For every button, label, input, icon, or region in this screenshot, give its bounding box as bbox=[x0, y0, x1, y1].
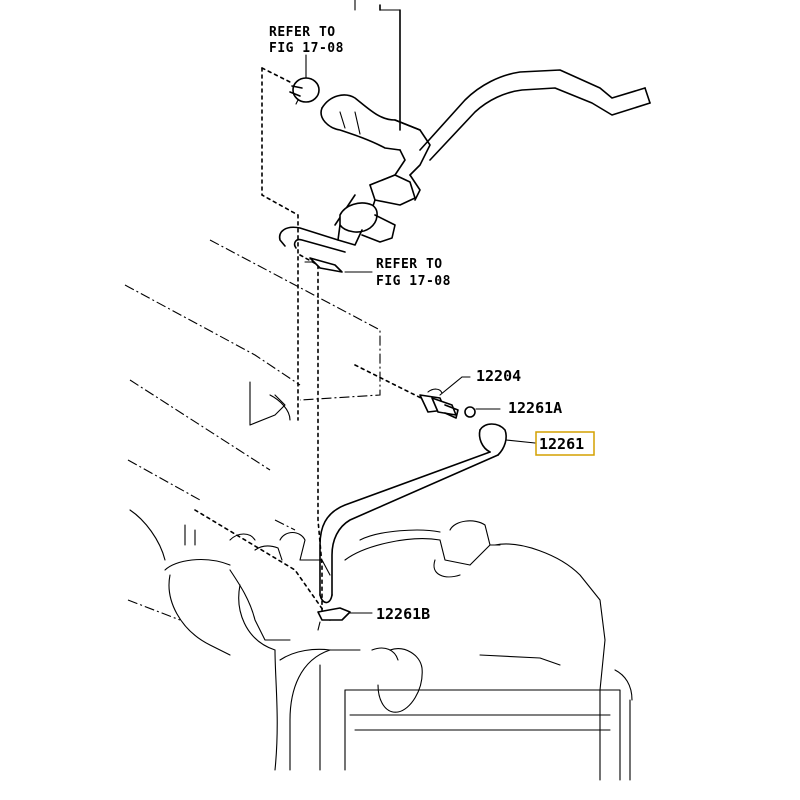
part-number-12261b[interactable]: 12261B bbox=[376, 605, 430, 623]
part-number-12261a[interactable]: 12261A bbox=[508, 399, 562, 417]
part-number-12204[interactable]: 12204 bbox=[476, 367, 521, 385]
highlight-box-12261 bbox=[535, 431, 595, 456]
refer-top-line1: REFER TO bbox=[269, 25, 336, 40]
clip-top-icon bbox=[289, 54, 320, 105]
refer-mid-line1: REFER TO bbox=[376, 257, 443, 272]
clip-12261b-icon bbox=[317, 607, 373, 631]
refer-mid-line2: FIG 17-08 bbox=[376, 274, 451, 289]
upper-hose-assembly bbox=[278, 0, 651, 253]
engine-outline bbox=[124, 239, 633, 781]
reference-dash-lines bbox=[194, 67, 426, 621]
part-number-12261[interactable]: 12261 bbox=[539, 435, 584, 453]
grommet-12261a-icon bbox=[464, 406, 501, 418]
pcv-valve-icon bbox=[419, 376, 471, 419]
refer-top-line2: FIG 17-08 bbox=[269, 41, 344, 56]
clip-mid-icon bbox=[304, 257, 373, 273]
ventilation-hose-12261-icon bbox=[319, 423, 536, 604]
